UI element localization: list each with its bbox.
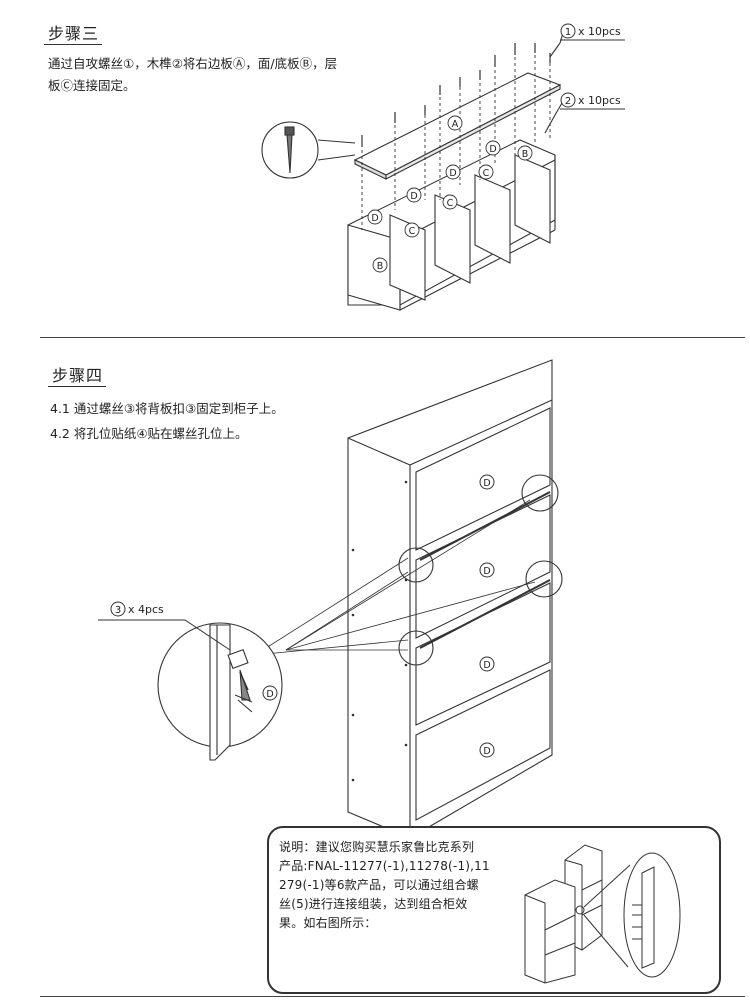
combination-cabinet-illustration: [524, 844, 681, 984]
step3-instruction-line1: 通过自攻螺丝①，木榫②将右边板Ⓐ，面/底板Ⓑ，层: [48, 56, 338, 71]
step4-instruction-line2: 4.2 将孔位贴纸④贴在螺丝孔位上。: [50, 426, 248, 441]
note-line5: 果。如右图所示：: [279, 916, 377, 930]
step4-instruction-line1: 4.1 通过螺丝③将背板扣③固定到柜子上。: [50, 401, 284, 416]
step3-instruction-line2: 板Ⓒ连接固定。: [48, 78, 136, 93]
label-d-3: D: [449, 168, 456, 179]
callout1-qty: x 10pcs: [578, 25, 621, 38]
note-line3: 279(-1)等6款产品，可以通过组合螺: [279, 878, 479, 892]
section-divider-top: [40, 337, 745, 338]
step4-label-d-4: D: [483, 746, 490, 757]
label-b-left: B: [377, 261, 384, 272]
label-d-1: D: [371, 213, 378, 224]
callout1-number: 1: [565, 27, 571, 38]
step4-title-underline: [48, 386, 106, 387]
step4-title: 步骤四: [52, 366, 104, 385]
callout2-qty: x 10pcs: [578, 94, 621, 107]
label-c-3: C: [483, 168, 490, 179]
note-line2: 产品:FNAL-11277(-1),11278(-1),11: [279, 859, 490, 873]
step4-label-d-detail: D: [266, 689, 273, 700]
label-c-2: C: [447, 198, 454, 209]
label-d-2: D: [410, 191, 417, 202]
note-line4: 丝(5)进行连接组装，达到组合柜效: [279, 897, 468, 911]
step3-title-underline: [44, 44, 102, 45]
label-c-1: C: [409, 226, 416, 237]
label-d-4: D: [489, 144, 496, 155]
step4-label-d-2: D: [483, 566, 490, 577]
note-line1: 说明：建议您购买慧乐家鲁比克系列: [279, 840, 475, 854]
step3-title: 步骤三: [48, 24, 100, 43]
callout3-number: 3: [115, 605, 121, 616]
section-divider-bottom: [40, 996, 745, 997]
step4-cabinet-diagram: D D D D D 3 x 4pcs: [98, 359, 563, 839]
step4-label-d-3: D: [483, 660, 490, 671]
label-b-right: B: [522, 149, 529, 160]
label-a: A: [452, 119, 459, 130]
callout3-qty: x 4pcs: [128, 603, 164, 616]
callout2-number: 2: [565, 96, 571, 107]
step3-assembly-diagram: A B B C C C D D D D D 1 x 10pcs 2 x 10pc…: [261, 23, 625, 311]
step4-label-d-1: D: [483, 478, 490, 489]
